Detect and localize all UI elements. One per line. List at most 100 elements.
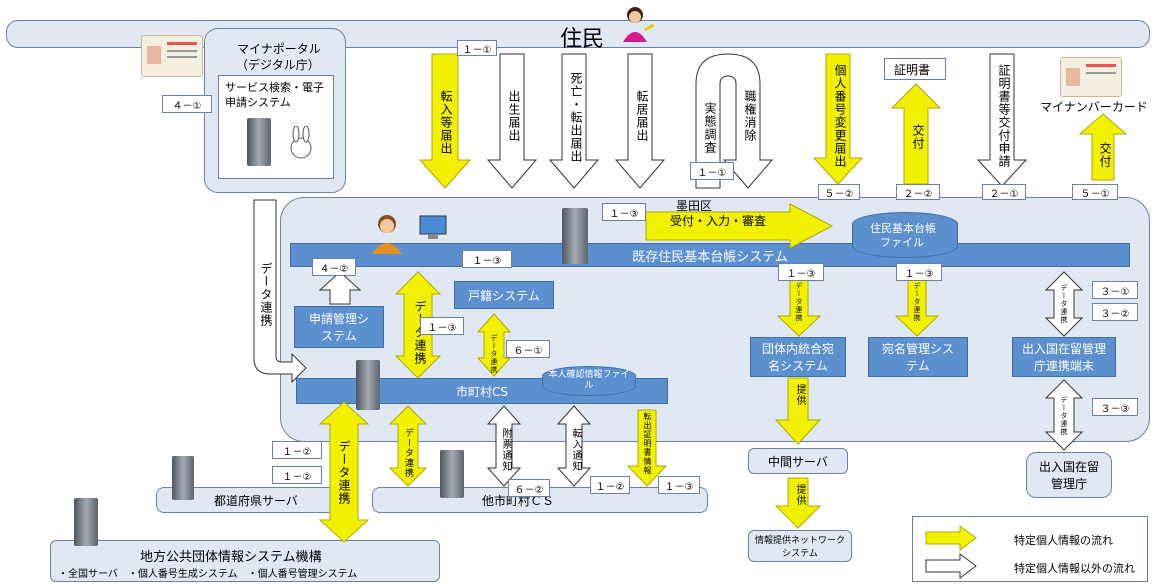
- server-icon: [247, 118, 271, 166]
- legend-yellow-label: 特定個人情報の流れ: [1014, 534, 1113, 547]
- data-link-immig2-label: データ連携: [1060, 396, 1068, 436]
- honnin-file-cylinder: [542, 366, 636, 396]
- data-link-yellow-1: [394, 271, 442, 379]
- kofu1-label: 交付: [911, 124, 925, 150]
- code-1-3-c: １－③: [420, 317, 464, 335]
- tenshutsu-label: 転出証明書情報: [643, 412, 652, 475]
- shibou-label: 死亡・転出届出: [569, 72, 583, 163]
- kofu1-arrow: [890, 83, 942, 185]
- code-1-2-c: １－②: [590, 476, 630, 494]
- jittai-uturn-arrow: [695, 53, 774, 189]
- cs-label: 市町村CS: [456, 384, 508, 399]
- shomei-arrow: [976, 53, 1028, 187]
- immig-agency: 出入国在留管理庁: [1026, 452, 1112, 498]
- main-server-icon: [562, 208, 588, 264]
- shibou-arrow: [548, 53, 600, 189]
- code-1-3-f: １－③: [658, 476, 700, 494]
- jlis-line2: ・全国サーバ ・個人番号生成システム ・個人番号管理システム: [58, 569, 358, 580]
- code-3-1: ３－①: [1092, 281, 1138, 299]
- data-link-immig-label: データ連携: [1060, 284, 1068, 324]
- shussei-arrow: [486, 53, 538, 189]
- data-link-pref-label: データ連携: [403, 428, 413, 478]
- code-5-1: ５－①: [1072, 184, 1118, 200]
- tenkyo-label: 転居届出: [635, 90, 649, 142]
- code-1-1-mid: １－①: [690, 162, 734, 180]
- legend-white-label: 特定個人情報以外の流れ: [1014, 562, 1135, 575]
- main-system-label: 既存住民基本台帳システム: [632, 249, 788, 265]
- main-system-bar: 既存住民基本台帳システム: [290, 243, 1130, 267]
- chukan-label: 中間サーバ: [768, 454, 828, 469]
- immig-agency-label: 出入国在留管理庁: [1038, 460, 1099, 491]
- teikyo2-arrow: [774, 477, 822, 529]
- rabbit-icon: [286, 126, 316, 160]
- tennyu-tsuchi-double-arrow: [556, 405, 592, 487]
- code-6-1: ６－①: [506, 340, 550, 358]
- code-4-1: ４－①: [162, 95, 212, 113]
- jittai-label: 実態調査: [703, 102, 717, 154]
- legend-white-arrow: [925, 553, 977, 579]
- cs-server-icon: [356, 360, 380, 410]
- kofu2-label: 交付: [1098, 142, 1112, 168]
- teikyo1-arrow: [774, 377, 822, 445]
- data-link-yellow-pref: [388, 405, 428, 487]
- tenkyo-arrow: [614, 53, 666, 189]
- koseki-system: 戸籍システム: [454, 281, 554, 309]
- juki-file-line1: 住民基本台帳: [870, 222, 936, 235]
- left-data-link-arrow: [253, 199, 307, 384]
- johonet-system: 情報提供ネットワークシステム: [748, 530, 852, 562]
- shomei-label: 証明書等交付申請: [997, 64, 1011, 168]
- data-link-yellow-jlis: [318, 401, 370, 543]
- code-2-2: ２－②: [896, 184, 940, 200]
- code-1-2-b: １－②: [272, 466, 322, 484]
- operator-icon: [368, 212, 406, 254]
- code-5-2: ５－②: [818, 184, 860, 200]
- certificate-box: [884, 58, 946, 80]
- kofu2-arrow: [1078, 113, 1128, 181]
- immig-terminal-label: 出入国在留管理庁連携端末: [1021, 342, 1106, 373]
- jlis-box: [50, 540, 440, 582]
- shokken-label: 職権消除: [743, 90, 757, 142]
- legend-yellow-arrow: [925, 525, 977, 551]
- teikyo1-label: 提供: [794, 384, 805, 406]
- fuhyo-double-arrow: [486, 405, 522, 487]
- immig-agency-double-arrow: [1044, 379, 1084, 451]
- code-3-3: ３－③: [1092, 398, 1138, 416]
- immig-term-double-arrow: [1044, 271, 1084, 337]
- koseki-label: 戸籍システム: [468, 288, 540, 303]
- tennyu-label: 転入等届出: [439, 90, 453, 155]
- code-1-3-e: １－③: [896, 263, 942, 281]
- fuhyo-label: 附票通知: [500, 428, 511, 472]
- code-4-2: ４－②: [312, 258, 356, 276]
- chukan-server: 中間サーバ: [748, 448, 848, 474]
- id-card-icon: [141, 35, 203, 77]
- uketsuke-label: 受付・入力・審査: [670, 214, 767, 228]
- mynumber-card-label: マイナンバーカード: [1040, 100, 1148, 114]
- code-1-3-a: １－③: [602, 203, 646, 221]
- data-link-koseki-label: データ連携: [490, 334, 498, 374]
- shinsei-up-arrow: [318, 271, 362, 305]
- kojin-arrow: [812, 53, 864, 185]
- mynaportal-title: マイナポータル: [237, 42, 321, 56]
- computer-icon: [418, 214, 450, 242]
- code-6-2: ６－②: [508, 479, 550, 497]
- tenshutsu-arrow: [626, 409, 668, 487]
- other-cs-server-icon: [440, 450, 464, 498]
- shinsei-system: 申請管理システム: [294, 306, 384, 348]
- code-2-1: ２－①: [982, 184, 1026, 200]
- mynaportal-inner-label: サービス検索・電子申請システム: [225, 81, 324, 109]
- code-1-1-top: １－①: [457, 40, 497, 56]
- code-1-2-a: １－②: [272, 441, 322, 459]
- mynaportal-subtitle: （デジタル庁）: [236, 58, 320, 72]
- person-icon: [618, 4, 658, 44]
- other-cs-label: 他市町村ＣＳ: [482, 494, 555, 508]
- tennyu-tsuchi-label: 転入通知: [570, 428, 581, 472]
- data-link-left-label: データ連携: [259, 262, 273, 327]
- danntai-down-arrow: [776, 273, 822, 337]
- tennyu-arrow: [418, 53, 472, 189]
- danntai-system: 団体内統合宛名システム: [750, 337, 846, 377]
- sumida-label: 墨田区: [676, 199, 713, 213]
- data-link-jlis-label: データ連携: [337, 440, 351, 505]
- data-link-atena-label: データ連携: [913, 282, 921, 322]
